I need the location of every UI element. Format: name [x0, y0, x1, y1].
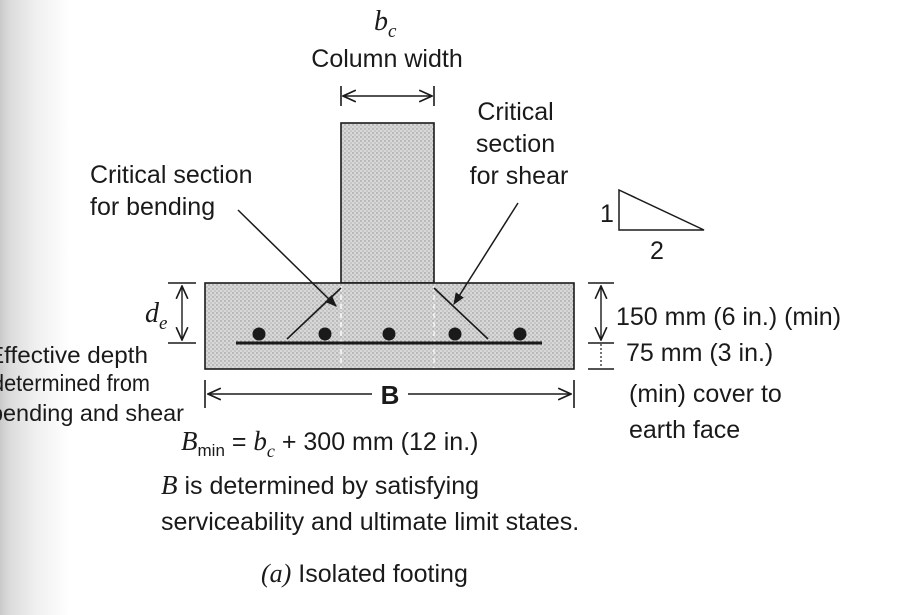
svg-text:Effective depth: Effective depth — [0, 342, 148, 368]
slope-triangle — [618, 188, 705, 231]
thickness-dimension — [588, 282, 614, 344]
column — [340, 122, 435, 284]
svg-text:bending and shear: bending and shear — [0, 400, 184, 426]
svg-text:determined from: determined from — [0, 370, 150, 396]
width-dimension — [204, 380, 575, 408]
reinforcement — [236, 327, 542, 345]
rebar-4 — [448, 327, 462, 341]
cover-label: 75 mm (3 in.) (min) cover to earth face — [626, 339, 789, 444]
footing-slab — [204, 282, 575, 370]
bmin-equation: Bmin = bc + 300 mm (12 in.) — [181, 426, 478, 461]
slope-run-label: 2 — [650, 237, 664, 265]
effective-depth-dimension — [168, 282, 196, 344]
figure-caption: (a) Isolated footing — [261, 559, 468, 588]
rebar-5 — [513, 327, 527, 341]
shear-leader — [453, 202, 519, 306]
column-width-label: Column width — [311, 45, 462, 73]
effective-depth-note: Effective depth determined from bending … — [0, 342, 184, 426]
critical-bending-label: Critical section for bending — [90, 161, 260, 221]
cover-dimension — [588, 344, 614, 370]
footing-width-label: B — [381, 380, 400, 410]
column-symbol: bc — [374, 6, 397, 42]
rebar-3 — [382, 327, 396, 341]
bending-leader — [237, 209, 337, 307]
b-note: B is determined by satisfying serviceabi… — [161, 470, 579, 536]
critical-section-lines — [340, 286, 435, 368]
effective-depth-symbol: de — [145, 298, 167, 334]
critical-shear-label: Critical section for shear — [470, 98, 569, 190]
min-thickness-label: 150 mm (6 in.) (min) — [616, 303, 841, 331]
rebar-1 — [252, 327, 266, 341]
slope-rise-label: 1 — [600, 200, 614, 228]
column-width-dimension — [340, 86, 435, 106]
rebar-2 — [318, 327, 332, 341]
